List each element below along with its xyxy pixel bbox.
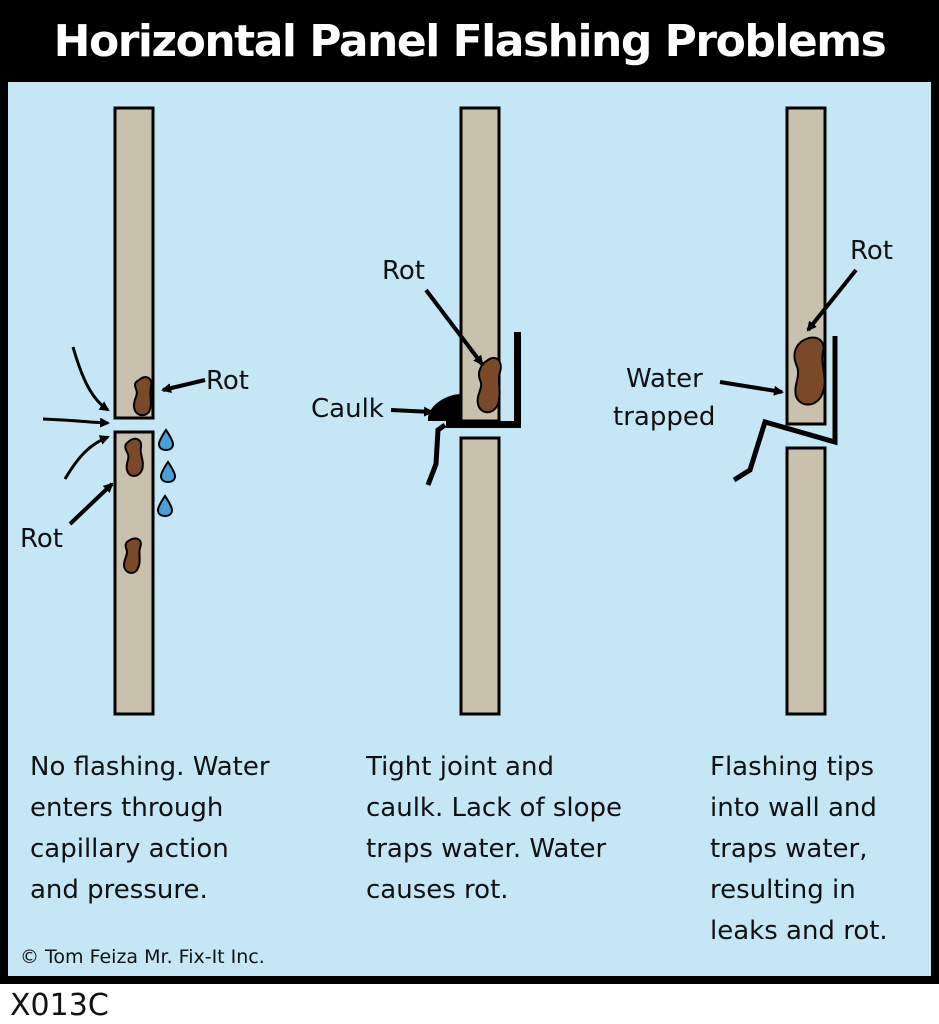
caption-line: and pressure. <box>30 875 208 905</box>
water-entry-arrow <box>71 346 110 412</box>
water-drop-icon <box>159 460 177 484</box>
rot-label: Rot <box>382 256 425 286</box>
caption-line: Flashing tips <box>710 752 875 782</box>
caption-line: causes rot. <box>366 875 509 905</box>
rot-pointer-arrow <box>806 268 858 332</box>
water-trapped-label-line2: trapped <box>613 402 716 432</box>
caption-line: traps water, <box>710 834 868 864</box>
caption-line: Tight joint and <box>366 752 554 782</box>
rot-pointer-arrow <box>161 378 206 394</box>
illustration-code: X013C <box>10 988 109 1023</box>
water-trapped-pointer-arrow <box>719 380 784 396</box>
caption-tight-joint: Tight joint and caulk. Lack of slope tra… <box>366 747 622 911</box>
upper-panel-board <box>113 106 155 420</box>
flashing-diagram <box>42 106 858 716</box>
caption-line: capillary action <box>30 834 229 864</box>
rot-label: Rot <box>850 236 893 266</box>
diagram-no-flashing <box>42 106 206 716</box>
lower-panel-board <box>459 436 501 716</box>
rot-pointer-arrow <box>424 288 484 366</box>
caption-line: traps water. Water <box>366 834 607 864</box>
water-entry-arrow <box>42 417 110 428</box>
illustration-panel: Rot Rot Rot Caulk Rot Water trapped No f… <box>8 82 931 976</box>
caption-no-flashing: No flashing. Water enters through capill… <box>30 747 270 911</box>
caption-line: enters through <box>30 793 224 823</box>
rot-label: Rot <box>206 366 249 396</box>
rot-patch <box>124 437 144 477</box>
water-trapped-label-line1: Water <box>626 364 703 394</box>
rot-patch <box>132 376 153 417</box>
rot-patch <box>793 336 826 406</box>
lower-flashing-leg <box>425 422 447 486</box>
caption-flashing-tips: Flashing tips into wall and traps water,… <box>710 747 888 952</box>
caption-line: No flashing. Water <box>30 752 270 782</box>
water-drop-icon <box>156 494 174 518</box>
caulk-label: Caulk <box>311 394 384 424</box>
page-title: Horizontal Panel Flashing Problems <box>53 15 887 67</box>
water-entry-arrow <box>63 435 110 480</box>
tipped-flashing <box>732 336 838 483</box>
rot-pointer-arrow <box>68 482 114 526</box>
caulk-bead <box>428 394 461 421</box>
caption-line: resulting in <box>710 875 856 905</box>
caption-line: leaks and rot. <box>710 916 888 946</box>
diagram-tight-joint-caulk <box>390 106 521 716</box>
copyright-credit: © Tom Feiza Mr. Fix-It Inc. <box>20 946 265 968</box>
rot-patch <box>476 356 502 414</box>
rot-label: Rot <box>20 524 63 554</box>
black-frame: Horizontal Panel Flashing Problems <box>0 0 939 984</box>
caption-line: caulk. Lack of slope <box>366 793 623 823</box>
diagram-flashing-tipped <box>719 106 858 716</box>
lower-panel-board <box>785 446 827 716</box>
water-drop-icon <box>157 428 175 452</box>
rot-patch <box>122 537 142 574</box>
caption-line: into wall and <box>710 793 877 823</box>
caulk-pointer-arrow <box>390 406 434 417</box>
